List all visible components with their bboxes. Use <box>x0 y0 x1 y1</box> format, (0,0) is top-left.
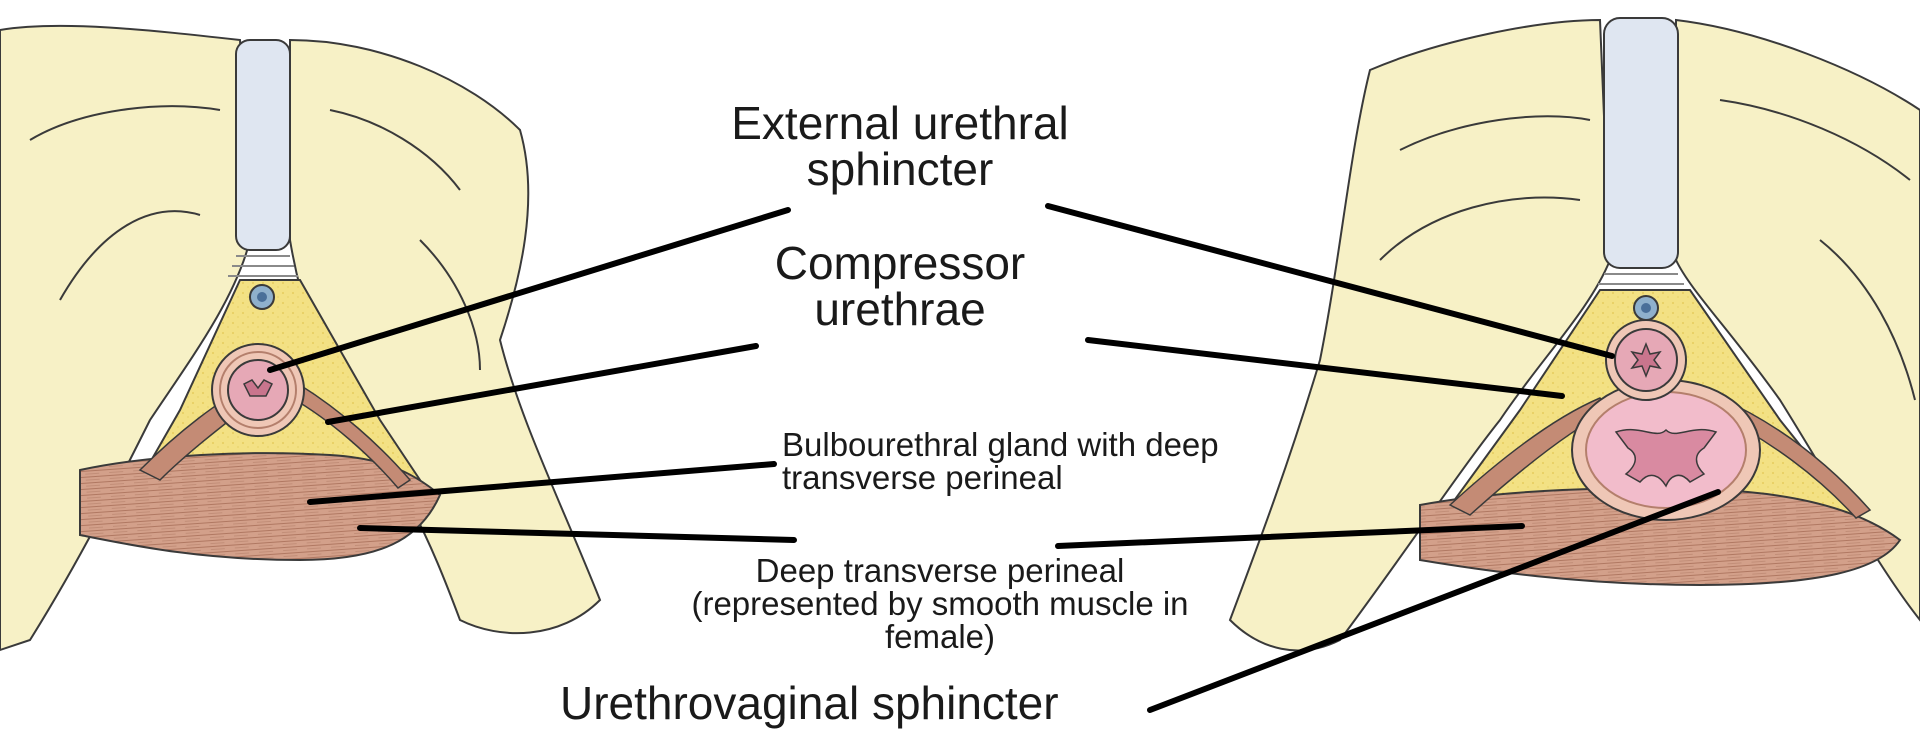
label-external-urethral-sphincter: External urethral sphincter <box>660 100 1140 192</box>
male-pelvic-section <box>0 26 600 650</box>
label-line: transverse perineal <box>782 461 1342 494</box>
label-compressor-urethrae: Compressor urethrae <box>700 240 1100 332</box>
label-line: Compressor <box>700 240 1100 286</box>
label-line: (represented by smooth muscle in <box>580 587 1300 620</box>
label-bulbourethral-gland: Bulbourethral gland with deep transverse… <box>782 428 1342 494</box>
label-line: Urethrovaginal sphincter <box>560 680 1160 726</box>
label-line: sphincter <box>660 146 1140 192</box>
label-line: female) <box>580 620 1300 653</box>
label-urethrovaginal-sphincter: Urethrovaginal sphincter <box>560 680 1160 726</box>
female-pelvic-section <box>1230 18 1920 650</box>
label-line: urethrae <box>700 286 1100 332</box>
label-deep-transverse-perineal: Deep transverse perineal (represented by… <box>580 554 1300 653</box>
label-line: Deep transverse perineal <box>580 554 1300 587</box>
left-pubic-symphysis <box>236 40 290 250</box>
label-line: External urethral <box>660 100 1140 146</box>
right-pubic-symphysis <box>1604 18 1678 268</box>
label-line: Bulbourethral gland with deep <box>782 428 1342 461</box>
